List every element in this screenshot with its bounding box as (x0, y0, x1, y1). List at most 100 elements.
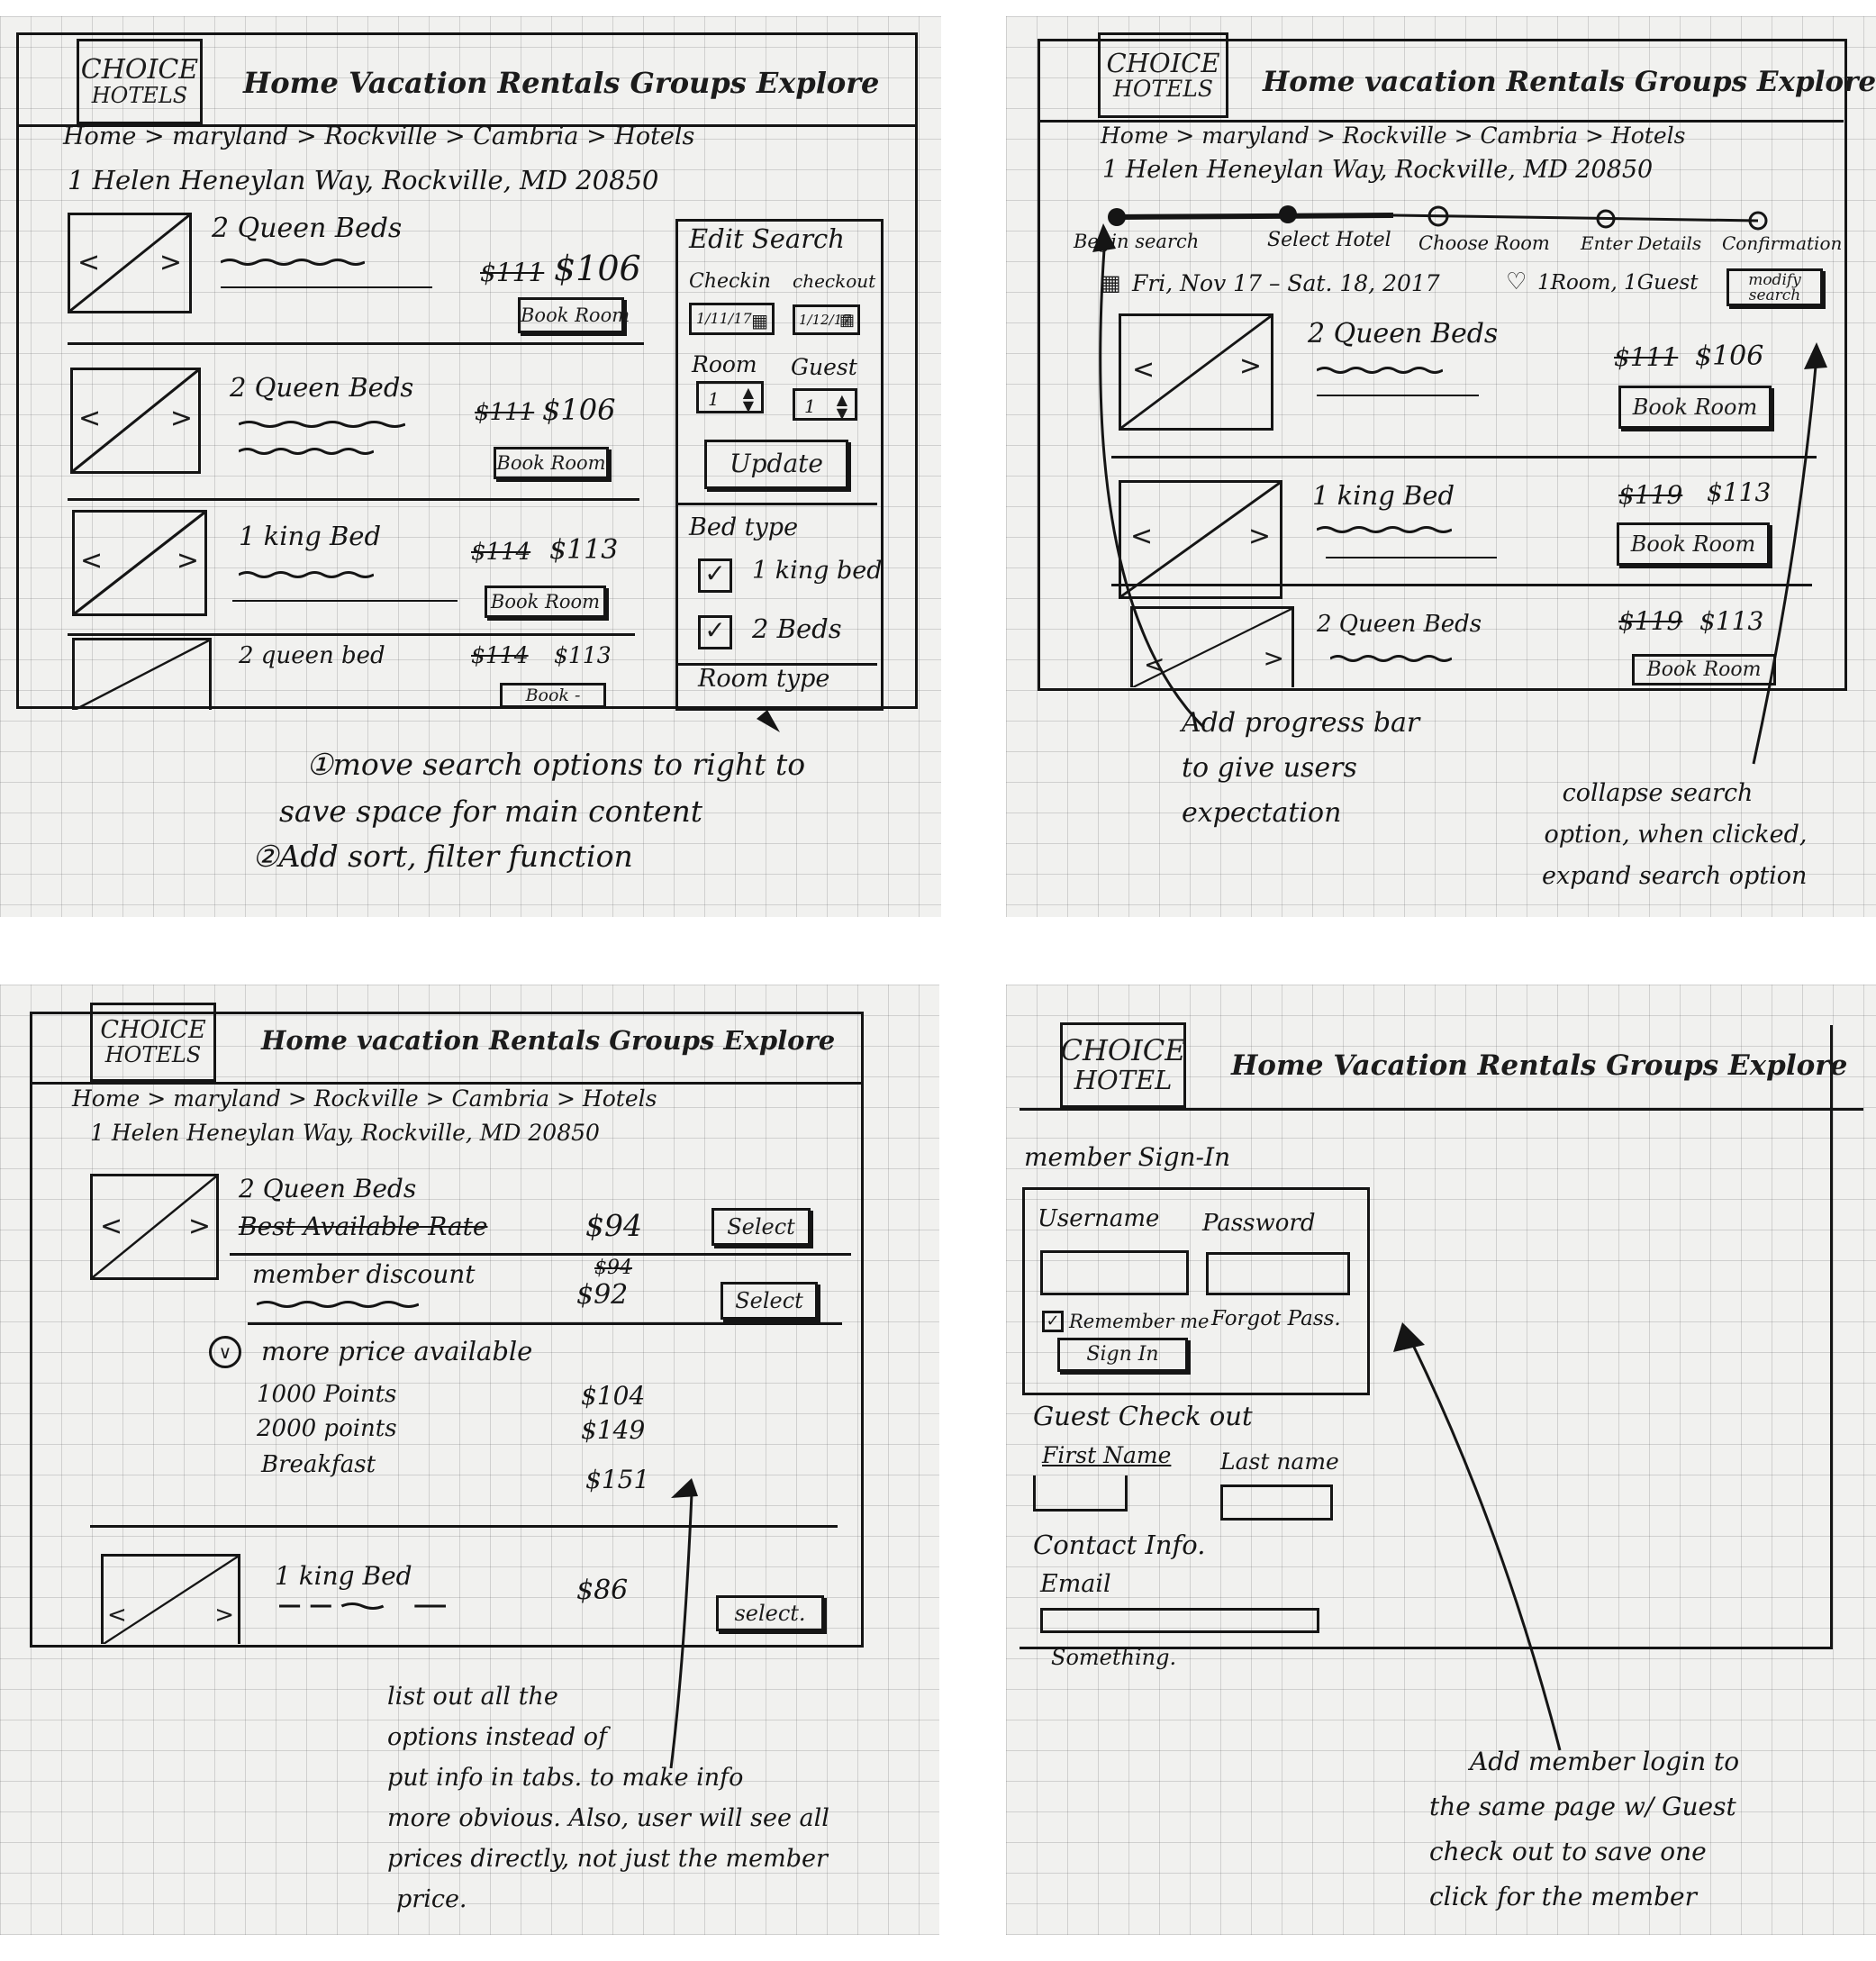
room-name: 2 Queen Beds (1308, 318, 1499, 350)
two-beds-checkbox[interactable]: ✓ (698, 615, 732, 649)
room-image-carousel[interactable]: < > (68, 213, 192, 313)
note-line: ②Add sort, filter function (252, 839, 633, 874)
top-nav[interactable]: Home vacation Rentals Groups Explore (261, 1025, 836, 1056)
chevron-left-icon[interactable]: < (100, 1211, 123, 1242)
browser-frame (16, 32, 918, 709)
row-divider (68, 498, 639, 501)
chevron-right-icon[interactable]: > (1263, 643, 1284, 673)
member-signin-box (1022, 1187, 1370, 1395)
row-divider (68, 633, 635, 636)
book-room-button[interactable]: Book Room (494, 447, 609, 479)
room-price: $106 (554, 249, 641, 288)
stepper-arrows-icon[interactable]: ▲▼ (836, 391, 847, 422)
book-room-button[interactable]: Book Room (1632, 654, 1776, 685)
room-name: 2 Queen Beds (230, 372, 414, 403)
forgot-password-link[interactable]: Forgot Pass. (1211, 1307, 1341, 1330)
room-image-carousel[interactable]: < > (1119, 313, 1273, 431)
step-label: Choose Room (1418, 232, 1550, 254)
select-rate-button[interactable]: Select (711, 1208, 811, 1246)
note-line: prices directly, not just the member (387, 1845, 828, 1873)
room-image-carousel[interactable]: < > (101, 1554, 240, 1644)
username-label: Username (1038, 1205, 1160, 1232)
book-room-button[interactable]: Book - (500, 683, 606, 708)
last-name-label: Last name (1220, 1448, 1339, 1475)
sign-in-button[interactable]: Sign In (1057, 1338, 1188, 1372)
room-image-carousel[interactable] (72, 638, 212, 710)
checkout-date-field[interactable]: 1/12/17 ▦ (793, 304, 860, 335)
chevron-left-icon[interactable]: < (1132, 354, 1156, 386)
book-room-button[interactable]: Book Room (1618, 386, 1772, 429)
breadcrumb[interactable]: Home > maryland > Rockville > Cambria > … (63, 123, 695, 150)
price-option-value: $151 (585, 1465, 650, 1494)
guest-checkout-title: Guest Check out (1033, 1401, 1253, 1431)
room-image-carousel[interactable]: < > (90, 1174, 219, 1280)
room-count-stepper[interactable]: 1 ▲▼ (696, 381, 764, 413)
step-label: Enter Details (1581, 232, 1702, 254)
chevron-right-icon[interactable]: > (1238, 350, 1262, 382)
king-bed-option: 1 king bed (752, 557, 883, 585)
room-price: $106 (1695, 340, 1764, 372)
description-scribble (1317, 525, 1452, 534)
row-divider (90, 1525, 838, 1528)
book-room-button[interactable]: Book Room (518, 297, 630, 333)
checkin-date-field[interactable]: 1/11/17 ▦ (689, 303, 775, 335)
expand-chevron-icon[interactable]: ∨ (209, 1336, 241, 1368)
calendar-icon[interactable]: ▦ (751, 310, 768, 331)
note-line: Add progress bar (1182, 707, 1420, 739)
chevron-right-icon[interactable]: > (1247, 521, 1271, 552)
last-name-field[interactable] (1220, 1484, 1333, 1521)
room-price: $106 (542, 393, 616, 427)
book-room-button[interactable]: Book Room (485, 586, 606, 618)
chevron-left-icon[interactable]: < (1144, 649, 1165, 679)
chevron-right-icon[interactable]: > (176, 545, 199, 576)
stepper-arrows-icon[interactable]: ▲▼ (742, 384, 754, 414)
top-nav[interactable]: Home Vacation Rentals Groups Explore (243, 66, 880, 100)
update-button[interactable]: Update (704, 440, 848, 489)
modify-search-button[interactable]: modify search (1726, 268, 1823, 306)
room-image-carousel[interactable]: < > (72, 510, 207, 616)
select-room-button[interactable]: select. (716, 1595, 824, 1631)
remember-me-checkbox[interactable]: ✓ (1042, 1311, 1064, 1332)
top-nav[interactable]: Home vacation Rentals Groups Explore (1263, 66, 1876, 98)
sidebar-title: Edit Search (689, 223, 845, 254)
row-divider (68, 342, 644, 345)
chevron-right-icon[interactable]: > (169, 403, 193, 434)
chevron-left-icon[interactable]: < (80, 545, 104, 576)
breadcrumb[interactable]: Home > maryland > Rockville > Cambria > … (1101, 123, 1686, 149)
username-field[interactable] (1040, 1250, 1189, 1295)
browser-frame (30, 1012, 864, 1648)
more-prices-toggle[interactable]: more price available (261, 1336, 533, 1366)
chevron-right-icon[interactable]: > (187, 1211, 211, 1242)
room-image-carousel[interactable]: < > (70, 368, 201, 474)
guest-count-stepper[interactable]: 1 ▲▼ (793, 388, 857, 421)
room-image-carousel[interactable]: < > (1119, 480, 1282, 599)
chevron-left-icon[interactable]: < (77, 247, 101, 278)
stay-dates: Fri, Nov 17 – Sat. 18, 2017 (1132, 270, 1440, 296)
chevron-left-icon[interactable]: < (78, 403, 102, 434)
chevron-right-icon[interactable]: > (214, 1602, 234, 1629)
room-name: 2 Queen Beds (239, 1174, 417, 1203)
password-field[interactable] (1206, 1252, 1350, 1295)
price-option-value: $149 (581, 1415, 646, 1445)
king-bed-checkbox[interactable]: ✓ (698, 558, 732, 593)
calendar-icon[interactable]: ▦ (838, 311, 855, 330)
room-image-carousel[interactable]: < > (1130, 606, 1294, 687)
price-option-label: 2000 points (257, 1415, 397, 1442)
email-field[interactable] (1040, 1608, 1319, 1633)
top-nav[interactable]: Home Vacation Rentals Groups Explore (1231, 1049, 1848, 1082)
chevron-left-icon[interactable]: < (107, 1602, 127, 1629)
chevron-right-icon[interactable]: > (159, 247, 182, 278)
breadcrumb[interactable]: Home > maryland > Rockville > Cambria > … (72, 1085, 657, 1112)
room-name: 2 Queen Beds (1317, 611, 1482, 638)
first-name-field[interactable] (1033, 1475, 1128, 1512)
chevron-left-icon[interactable]: < (1130, 521, 1154, 552)
more-fields-label: Something. (1051, 1645, 1177, 1670)
select-rate-button[interactable]: Select (720, 1282, 818, 1320)
book-room-button[interactable]: Book Room (1617, 522, 1770, 566)
checkout-value: 1/12/17 (799, 312, 851, 328)
